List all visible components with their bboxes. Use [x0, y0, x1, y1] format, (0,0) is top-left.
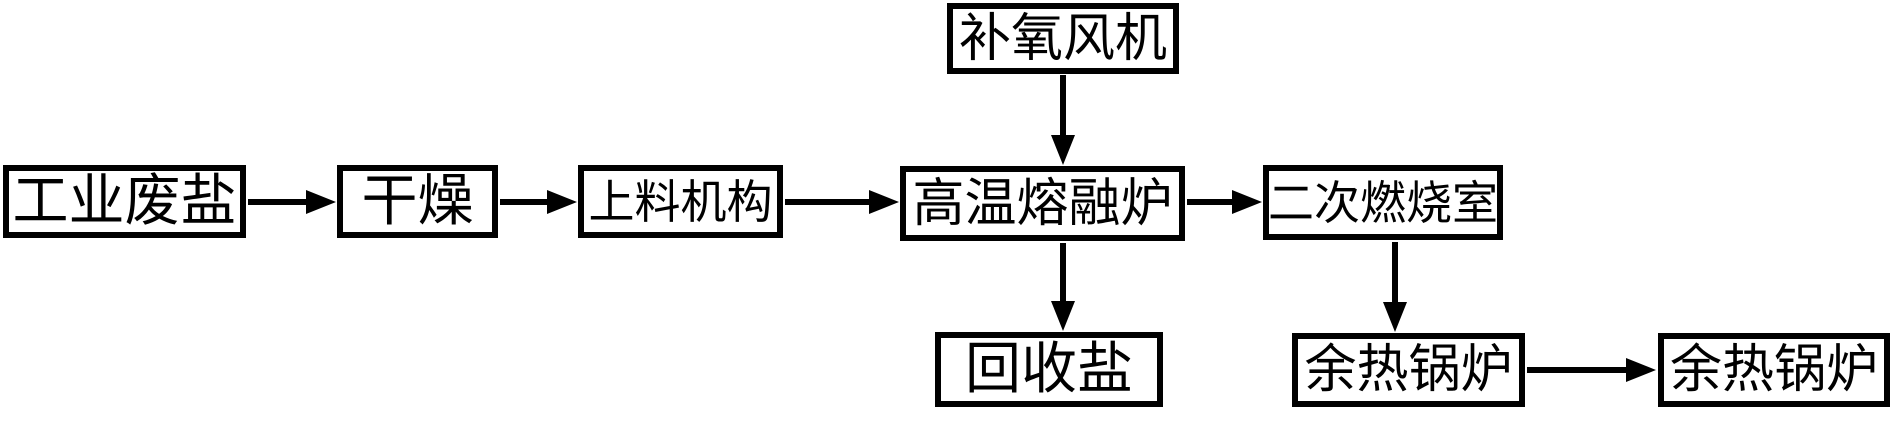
arrow-waste-heat-boiler-1-to-waste-heat-boiler-2 [1527, 358, 1656, 382]
arrow-melting-furnace-to-secondary-combustion [1187, 190, 1262, 214]
node-industrial-waste-salt: 工业废盐 [3, 165, 246, 238]
arrow-secondary-combustion-to-waste-heat-boiler-1 [1383, 242, 1407, 332]
node-melting-furnace: 高温熔融炉 [900, 166, 1185, 241]
arrow-oxygen-fan-to-melting-furnace [1051, 75, 1075, 165]
node-waste-heat-boiler-1: 余热锅炉 [1292, 333, 1525, 407]
arrow-feeding-mechanism-to-melting-furnace [785, 190, 899, 214]
node-recycled-salt: 回收盐 [935, 332, 1163, 407]
node-secondary-combustion: 二次燃烧室 [1263, 165, 1503, 240]
node-oxygen-fan: 补氧风机 [947, 3, 1179, 74]
arrow-industrial-waste-salt-to-drying [248, 190, 336, 214]
node-feeding-mechanism: 上料机构 [578, 165, 783, 238]
node-drying: 干燥 [337, 165, 498, 238]
node-waste-heat-boiler-2: 余热锅炉 [1658, 333, 1890, 407]
arrow-drying-to-feeding-mechanism [500, 190, 577, 214]
arrow-melting-furnace-to-recycled-salt [1051, 243, 1075, 331]
